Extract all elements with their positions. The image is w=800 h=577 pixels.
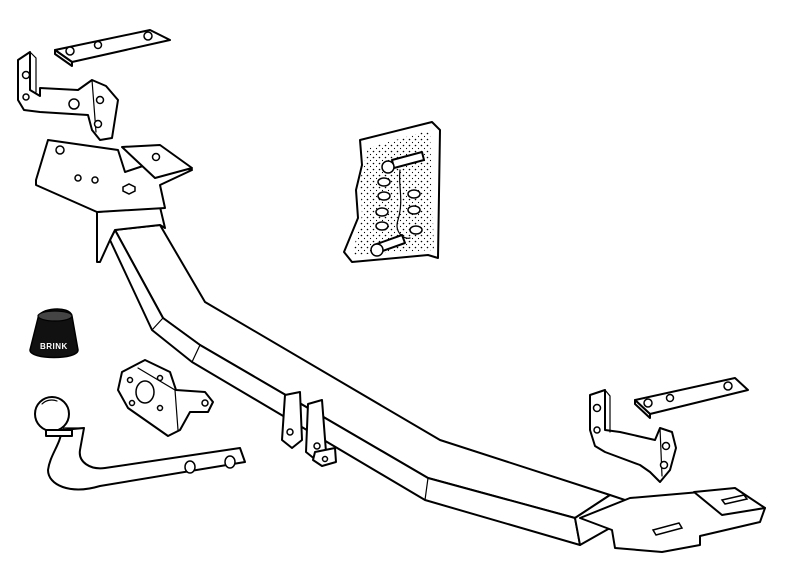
fixing-kit-bag <box>343 121 441 263</box>
tow-ball-neck <box>34 396 246 491</box>
cover-logo-text: BRINK <box>40 342 68 351</box>
tow-ball-cover: BRINK <box>29 308 79 359</box>
left-clamp-plate <box>54 29 171 67</box>
right-side-bracket <box>589 389 677 483</box>
socket-mounting-plate <box>117 359 214 437</box>
right-mounting-plate <box>579 487 766 553</box>
right-clamp-plate <box>634 377 749 419</box>
left-side-bracket <box>17 51 119 141</box>
tow-bar-cross-beam <box>96 206 641 546</box>
left-mounting-plate <box>35 139 193 213</box>
